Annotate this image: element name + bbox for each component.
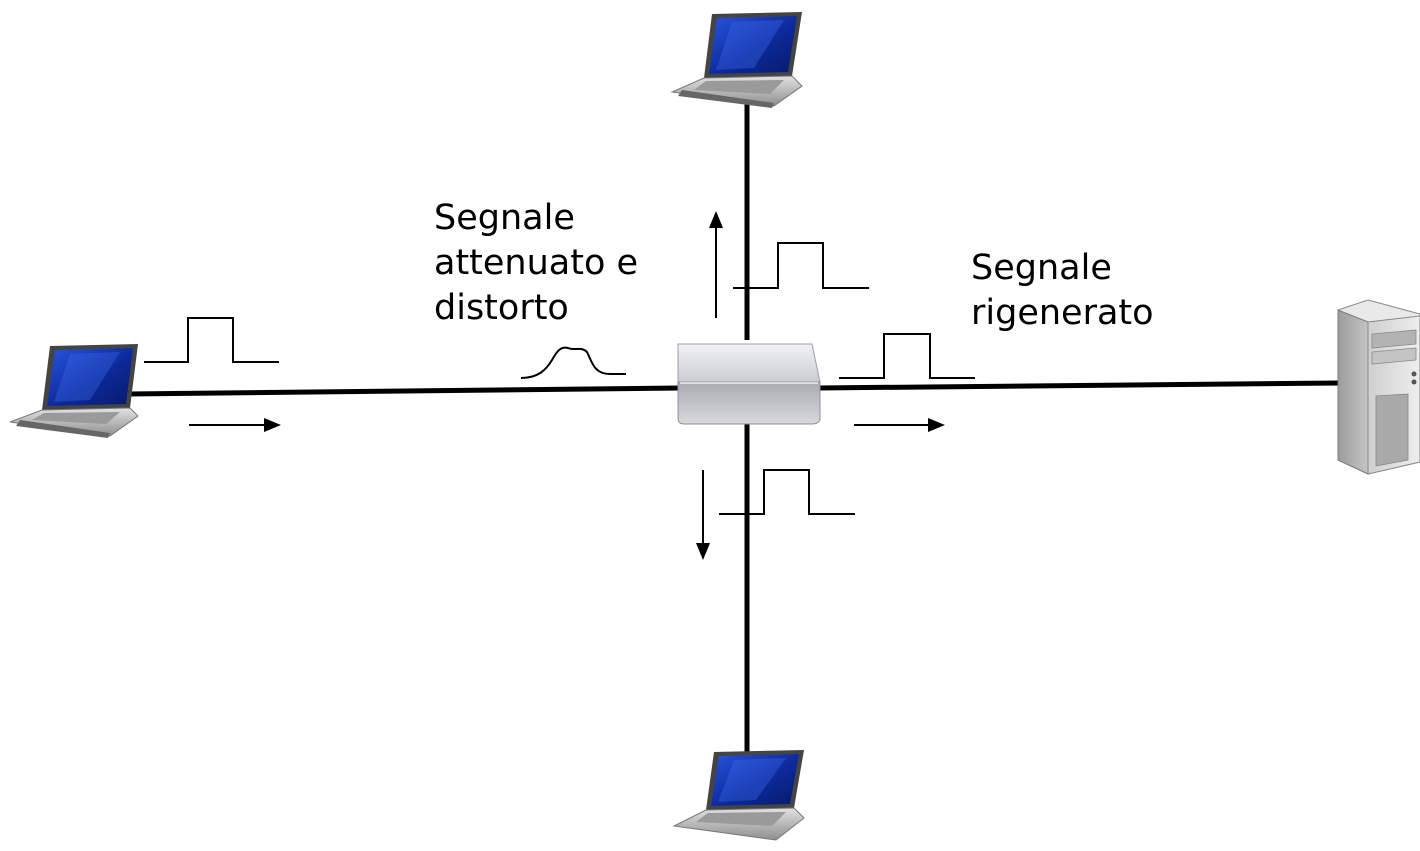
arrow-right-icon — [189, 418, 281, 432]
arrow-up-icon — [709, 211, 723, 318]
distorted-pulse — [520, 346, 626, 379]
square-pulse-top — [733, 242, 869, 289]
label-attenuated-line: distorto — [434, 288, 569, 328]
square-pulse-right — [839, 333, 975, 379]
cable-left — [127, 385, 681, 397]
arrows — [189, 211, 945, 560]
arrow-down-icon — [696, 470, 710, 560]
signals — [144, 242, 975, 515]
label-attenuated-signal: Segnale attenuato e distorto — [434, 196, 638, 331]
label-regenerated-line: Segnale — [971, 248, 1112, 288]
label-regenerated-line: rigenerato — [971, 293, 1154, 333]
laptop-icon[interactable] — [670, 12, 803, 108]
laptop-icon[interactable] — [672, 750, 805, 841]
label-attenuated-line: attenuato e — [434, 243, 639, 283]
cable-right — [817, 380, 1341, 391]
label-regenerated-signal: Segnale rigenerato — [971, 246, 1154, 336]
hub-icon[interactable] — [677, 343, 821, 425]
arrow-right-icon — [854, 418, 945, 432]
cables — [127, 100, 1341, 752]
label-attenuated-line: Segnale — [434, 198, 575, 238]
square-pulse-left — [144, 317, 279, 363]
square-pulse-bottom — [719, 469, 855, 515]
laptop-icon[interactable] — [9, 344, 139, 438]
server-tower-icon[interactable] — [1337, 299, 1420, 475]
